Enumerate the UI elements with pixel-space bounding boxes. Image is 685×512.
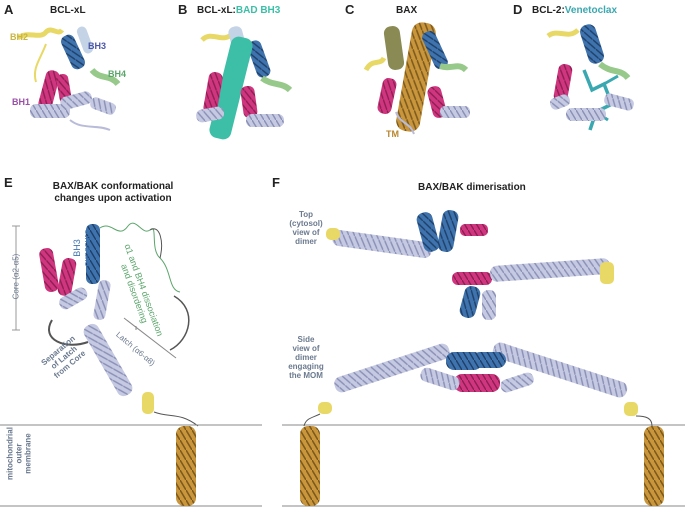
panel-label-f: F bbox=[272, 175, 280, 190]
bcl-xl-bad-structure bbox=[196, 26, 293, 140]
panel-e-title-line1: BAX/BAK conformational bbox=[52, 181, 174, 192]
side-view-line1: Side bbox=[297, 335, 315, 344]
bcl2-venetoclax-structure bbox=[546, 24, 634, 131]
top-view-line1: Top bbox=[298, 210, 314, 219]
mom-line1: mitochondrial bbox=[5, 427, 15, 480]
panel-e-title: BAX/BAK conformational changes upon acti… bbox=[46, 181, 180, 205]
mom-line2: outer bbox=[14, 443, 24, 464]
side-view-line4: engaging bbox=[288, 362, 324, 371]
panel-d-title-accent: Venetoclax bbox=[564, 5, 618, 16]
top-view-line2: (cytosol) bbox=[289, 219, 323, 228]
side-view-label: Side view of dimer engaging the MOM bbox=[286, 335, 326, 380]
panel-f-title: BAX/BAK dimerisation bbox=[418, 182, 526, 193]
side-view-line5: the MOM bbox=[289, 371, 323, 380]
side-view-line3: dimer bbox=[295, 353, 317, 362]
panel-a-title: BCL-xL bbox=[50, 5, 86, 16]
top-view-label: Top (cytosol) view of dimer bbox=[286, 210, 326, 246]
bh3-exposure-text: BH3 exposure bbox=[72, 218, 92, 278]
mom-line3: membrane bbox=[23, 433, 33, 474]
mom-label: mitochondrial outer membrane bbox=[6, 419, 33, 489]
panel-label-c: C bbox=[345, 2, 355, 17]
bcl-xl-structure bbox=[16, 26, 121, 131]
bh2-label: BH2 bbox=[10, 32, 29, 42]
panel-label-b: B bbox=[178, 2, 188, 17]
bh3-exposure-line2: exposure bbox=[82, 229, 92, 267]
panel-f-graphic bbox=[282, 210, 685, 507]
bax-structure bbox=[363, 22, 470, 135]
panel-d-title: BCL-2:Venetoclax bbox=[532, 5, 617, 16]
core-label: Core (α2-α5) bbox=[11, 253, 21, 300]
panel-d-title-main: BCL-2: bbox=[532, 5, 565, 16]
panel-label-a: A bbox=[4, 2, 14, 17]
panel-c-title: BAX bbox=[396, 5, 418, 16]
top-view-line3: view of bbox=[292, 228, 320, 237]
panel-b-title-accent: BAD BH3 bbox=[235, 5, 281, 16]
tm-label: TM bbox=[386, 129, 399, 139]
bh3-exposure-line1: BH3 bbox=[72, 239, 82, 257]
bh3-label: BH3 bbox=[88, 41, 107, 51]
panel-b-title: BCL-xL:BAD BH3 bbox=[197, 5, 280, 16]
panel-e-graphic bbox=[0, 222, 262, 507]
bh1-label: BH1 bbox=[12, 97, 31, 107]
panel-label-e: E bbox=[4, 175, 13, 190]
top-view-line4: dimer bbox=[295, 237, 317, 246]
panel-label-d: D bbox=[513, 2, 523, 17]
panel-b-title-main: BCL-xL: bbox=[197, 5, 236, 16]
bh4-label: BH4 bbox=[108, 69, 127, 79]
panel-e-title-line2: changes upon activation bbox=[54, 193, 172, 204]
side-view-line2: view of bbox=[292, 344, 320, 353]
